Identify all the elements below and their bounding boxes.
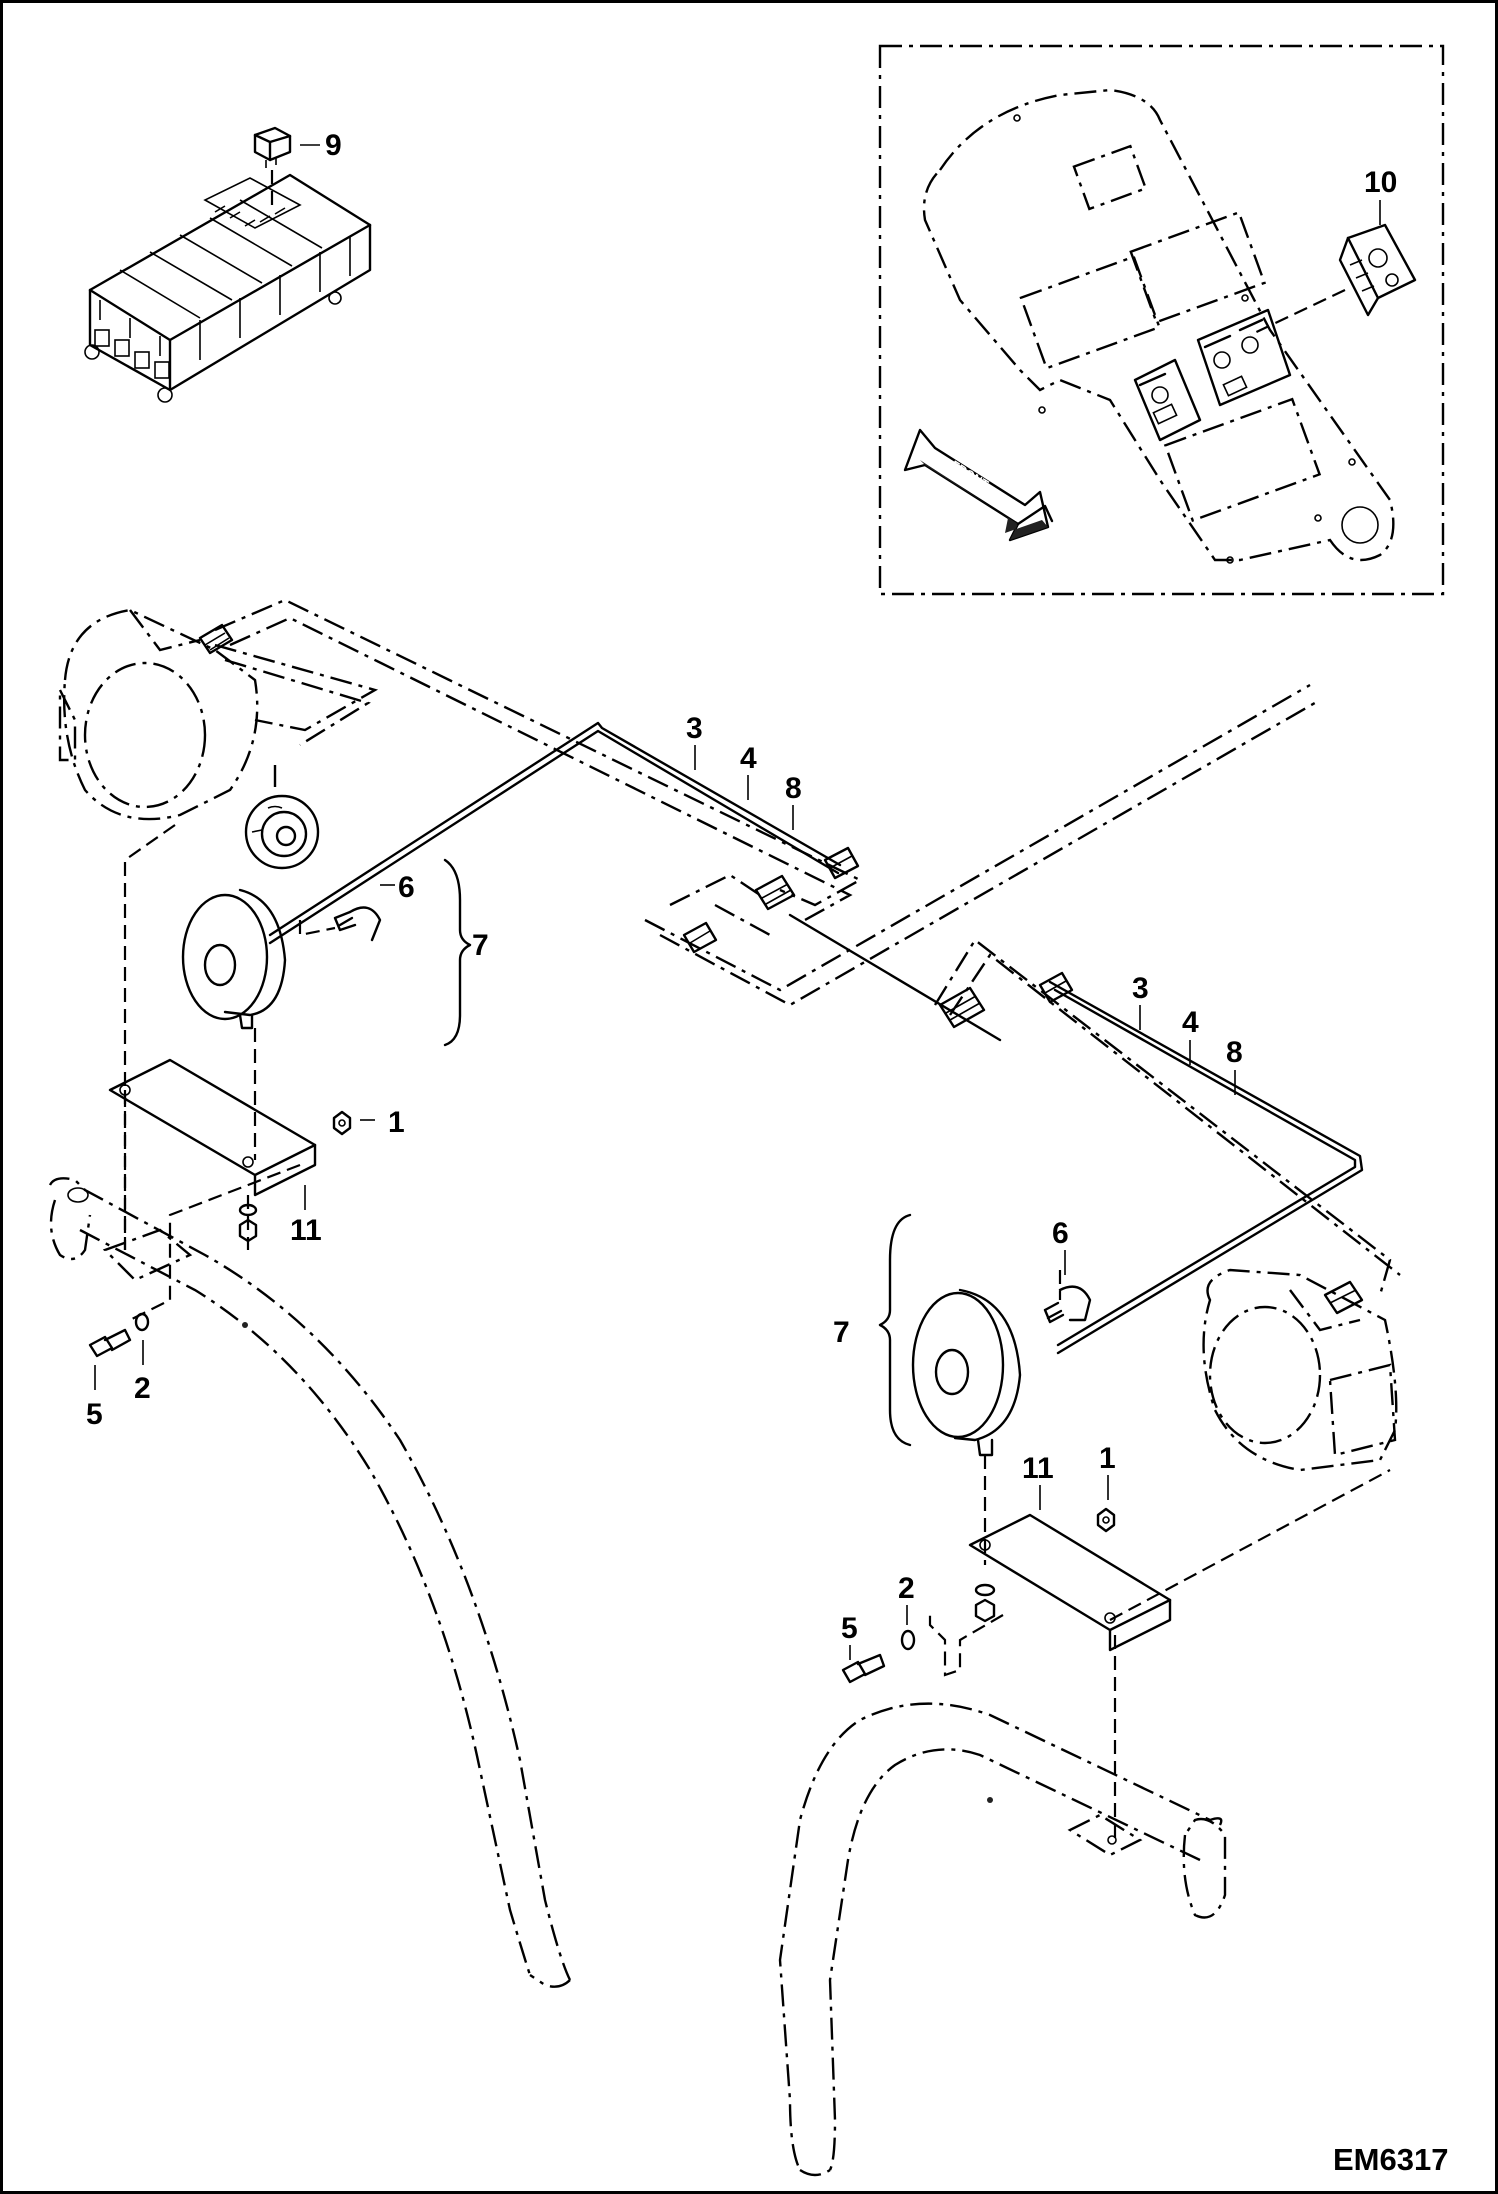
callout-3-right: 3 [1132, 972, 1149, 1005]
right-work-light-housing [1202, 1268, 1398, 1472]
right-bracket-leader [1109, 1469, 1391, 1621]
callout-3-left: 3 [686, 712, 703, 745]
control-panel-plate [922, 88, 1395, 564]
callout-7-left: 7 [472, 929, 489, 962]
relay [253, 126, 292, 168]
left-work-light-housing [58, 608, 259, 821]
connector [754, 874, 796, 911]
callout-10: 10 [1364, 166, 1397, 199]
callout-8-left: 8 [785, 772, 802, 805]
inset-border [878, 44, 1445, 596]
callout-2-right: 2 [898, 1572, 915, 1605]
right-mount-bracket [968, 1513, 1172, 1652]
harness-dashed-routes [214, 598, 1401, 1296]
connector [938, 986, 986, 1029]
right-lock-washer [900, 1629, 916, 1651]
right-bulb [1043, 1270, 1092, 1324]
callout-8-right: 8 [1226, 1036, 1243, 1069]
left-fastener-leader [129, 1163, 301, 1321]
connector [198, 623, 234, 655]
callout-9: 9 [325, 129, 342, 162]
callout-7-right: 7 [833, 1316, 850, 1349]
right-roll-bar [778, 1702, 1227, 2177]
left-mount-bracket [108, 1058, 317, 1197]
switch-block [1133, 308, 1292, 442]
connector [1038, 971, 1074, 1004]
right-nut [1096, 1507, 1116, 1533]
callout-5-left: 5 [86, 1398, 103, 1431]
switch-leader [1249, 289, 1346, 336]
left-screw [88, 1328, 132, 1358]
fuse-relay-box [84, 173, 372, 403]
front-arrow: FRONT [903, 428, 1054, 542]
right-light-lens [911, 1288, 1022, 1457]
left-bracket-7 [443, 858, 472, 1047]
left-lock-washer [134, 1312, 150, 1332]
right-screw [841, 1653, 886, 1684]
wiring-harness [268, 721, 1364, 1355]
connector [682, 921, 718, 954]
right-washers [974, 1583, 996, 1623]
left-roll-bar [48, 1177, 572, 1988]
callout-6-right: 6 [1052, 1217, 1069, 1250]
callout-6-left: 6 [398, 871, 415, 904]
document-id: EM6317 [1333, 2142, 1448, 2177]
connector [823, 846, 860, 880]
left-bulb [298, 906, 382, 942]
callout-1-left: 1 [388, 1106, 405, 1139]
right-bracket-7 [878, 1213, 912, 1447]
left-housing-leader [123, 824, 176, 1250]
rocker-switch [1338, 223, 1417, 317]
front-arrow-label: FRONT [948, 458, 991, 492]
callout-1-right: 1 [1099, 1442, 1116, 1475]
right-fastener-leader [928, 1610, 1004, 1677]
left-light-lens [181, 888, 287, 1030]
left-horn [244, 765, 320, 870]
callout-11-left: 11 [290, 1214, 322, 1247]
left-washers [238, 1195, 258, 1250]
callout-11-right: 11 [1022, 1452, 1054, 1485]
callout-2-left: 2 [134, 1372, 151, 1405]
left-nut [332, 1110, 352, 1136]
callout-4-right: 4 [1182, 1006, 1199, 1039]
callout-5-right: 5 [841, 1612, 858, 1645]
callout-4-left: 4 [740, 742, 757, 775]
